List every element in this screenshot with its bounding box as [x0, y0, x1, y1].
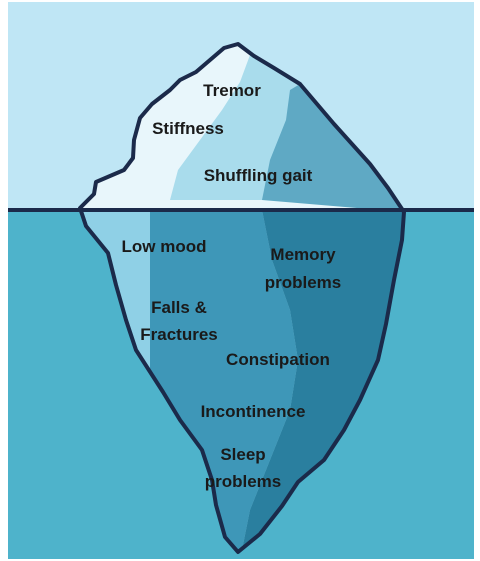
label-incontinence: Incontinence: [201, 402, 306, 421]
label-memory-problems-line1: Memory: [270, 245, 336, 264]
label-sleep-problems-line2: problems: [205, 472, 282, 491]
label-tremor: Tremor: [203, 81, 261, 100]
label-shuffling-gait: Shuffling gait: [204, 166, 313, 185]
label-stiffness: Stiffness: [152, 119, 224, 138]
label-constipation: Constipation: [226, 350, 330, 369]
label-falls-fractures-line1: Falls &: [151, 298, 207, 317]
label-low-mood: Low mood: [122, 237, 207, 256]
label-falls-fractures-line2: Fractures: [140, 325, 217, 344]
label-memory-problems-line2: problems: [265, 273, 342, 292]
iceberg-outline: [78, 42, 406, 554]
label-sleep-problems-line1: Sleep: [220, 445, 265, 464]
